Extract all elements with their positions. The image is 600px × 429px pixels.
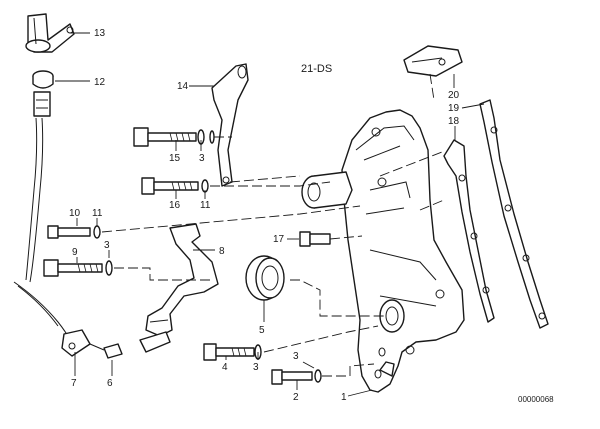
part-5-seal-ring bbox=[245, 255, 285, 301]
callout-label-c6: 6 bbox=[107, 378, 113, 389]
callout-label-c5: 5 bbox=[259, 325, 265, 336]
callout-label-c12: 12 bbox=[94, 77, 106, 88]
callout-label-c14: 14 bbox=[177, 81, 189, 92]
part-2-bolt bbox=[271, 369, 322, 385]
callout-leader-c3d bbox=[302, 361, 315, 369]
part-19-tensioner-rail bbox=[479, 99, 549, 329]
part-1-timing-cover bbox=[341, 109, 465, 393]
callout-label-c11b: 11 bbox=[92, 208, 103, 219]
reference-code: 00000068 bbox=[518, 395, 554, 404]
part-15-bolt bbox=[133, 127, 215, 147]
part-12-cap bbox=[32, 70, 54, 89]
callout-label-c19: 19 bbox=[448, 103, 460, 114]
callout-label-c15: 15 bbox=[169, 153, 181, 164]
callout-label-c3b: 3 bbox=[104, 240, 110, 251]
callout-label-c3a: 3 bbox=[199, 153, 205, 164]
part-4-bolt bbox=[203, 343, 262, 361]
callout-label-c7: 7 bbox=[71, 378, 77, 389]
callout-leader-c19 bbox=[461, 103, 485, 109]
callout-label-c10: 10 bbox=[69, 208, 81, 219]
part-17-stud bbox=[299, 231, 331, 247]
part-18-guide-rail bbox=[443, 139, 495, 323]
dipstick-tube bbox=[25, 91, 51, 283]
part-20-rail-top bbox=[403, 45, 463, 77]
callout-label-c20: 20 bbox=[448, 90, 460, 101]
callout-label-c11a: 11 bbox=[200, 200, 211, 211]
part-10-bolt bbox=[47, 225, 101, 239]
part-9-bolt bbox=[43, 259, 113, 277]
part-16-bolt bbox=[141, 177, 209, 195]
part-6-bolt bbox=[89, 343, 123, 359]
callout-leaders bbox=[55, 32, 485, 397]
callout-label-c13: 13 bbox=[94, 28, 106, 39]
part-7-dipstick bbox=[13, 281, 91, 357]
callout-label-c16: 16 bbox=[169, 200, 181, 211]
part-13-bracket bbox=[25, 13, 75, 53]
callout-label-c9: 9 bbox=[72, 247, 78, 258]
callout-label-c18: 18 bbox=[448, 116, 460, 127]
callout-label-c17: 17 bbox=[273, 234, 285, 245]
callout-label-c1: 1 bbox=[341, 392, 347, 403]
callout-label-c2: 2 bbox=[293, 392, 299, 403]
section-label: 21-DS bbox=[301, 63, 332, 75]
assembly-lines bbox=[101, 73, 445, 377]
callout-label-c3d: 3 bbox=[293, 351, 299, 362]
cover-cylinder-boss bbox=[301, 171, 353, 209]
part-8-bracket-arm bbox=[139, 223, 219, 353]
callout-label-c3c: 3 bbox=[253, 362, 259, 373]
callout-label-c4: 4 bbox=[222, 362, 228, 373]
part-14-bracket bbox=[211, 63, 249, 187]
callout-leader-c1 bbox=[347, 389, 373, 397]
callout-label-c8: 8 bbox=[219, 246, 225, 257]
